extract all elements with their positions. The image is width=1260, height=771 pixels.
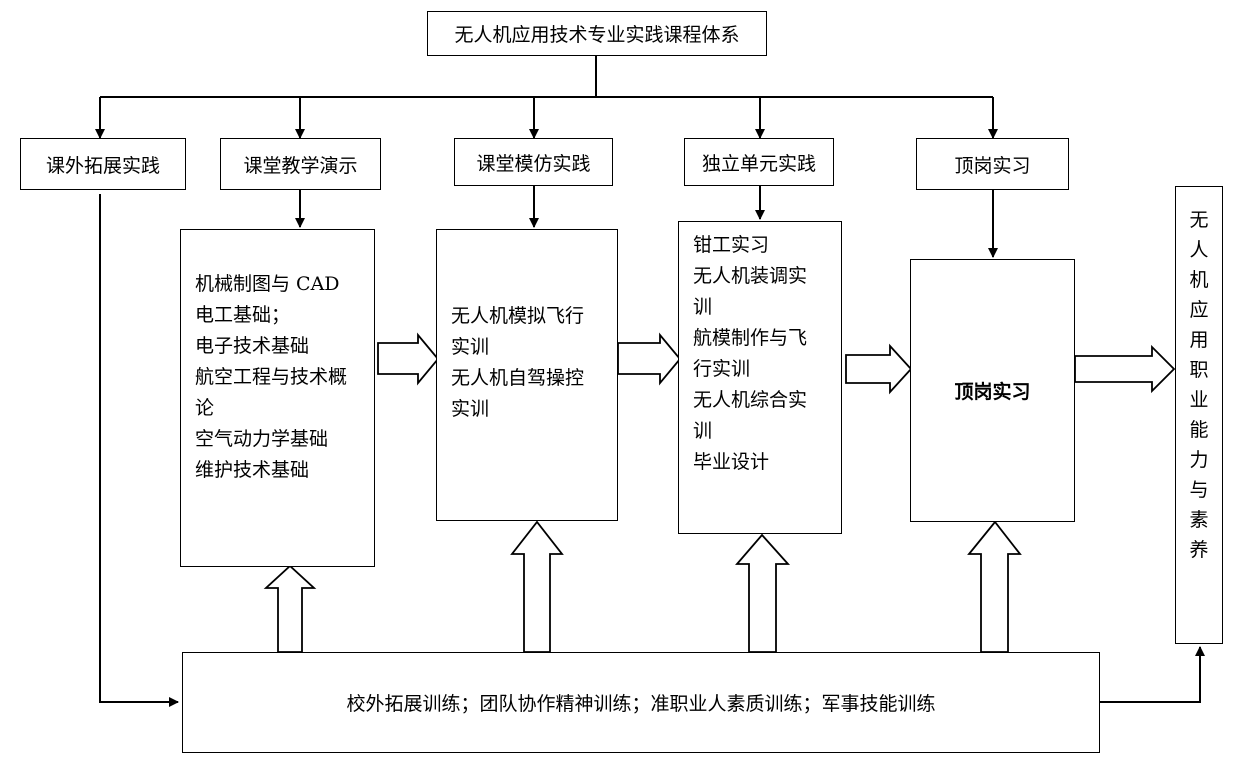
category-label: 课堂教学演示: [243, 154, 358, 177]
course-item: 钳工实习: [693, 234, 770, 256]
course-item: 实训: [451, 336, 490, 358]
tree-connectors: [95, 56, 1205, 707]
category-label: 顶岗实习: [954, 154, 1031, 177]
outcome-char: 人: [1189, 239, 1209, 261]
outcome-char: 素: [1189, 509, 1209, 531]
course-box-independent: 钳工实习 无人机装调实 训 航模制作与飞 行实训 无人机综合实 训 毕业设计: [678, 221, 842, 534]
course-item: 无人机综合实: [693, 389, 808, 411]
outcome-box: 无 人 机 应 用 职 业 能 力 与 素 养: [1175, 186, 1223, 644]
block-arrow-right-1: [377, 332, 440, 386]
outcome-char: 业: [1189, 389, 1209, 411]
outcome-char: 能: [1189, 419, 1209, 441]
course-item: 毕业设计: [693, 451, 770, 473]
block-arrow-up-1: [263, 564, 317, 653]
course-item: 论: [195, 397, 215, 419]
course-item: 航模制作与飞: [693, 327, 808, 349]
outcome-char: 应: [1189, 299, 1209, 321]
category-label: 课外拓展实践: [45, 154, 160, 177]
category-label: 课堂模仿实践: [476, 152, 591, 175]
course-box-teaching-demo: 机械制图与 CAD 电工基础； 电子技术基础 航空工程与技术概 论 空气动力学基…: [180, 229, 375, 567]
course-item: 航空工程与技术概: [195, 366, 348, 388]
course-item: 电子技术基础: [195, 335, 310, 357]
block-arrow-up-2: [510, 520, 564, 653]
course-item: 电工基础；: [195, 304, 291, 326]
course-item: 无人机模拟飞行: [451, 305, 585, 327]
course-item: 行实训: [693, 358, 751, 380]
block-arrow-up-4: [967, 520, 1022, 653]
training-box: 校外拓展训练；团队协作精神训练；准职业人素质训练；军事技能训练: [182, 652, 1100, 753]
outcome-char: 养: [1189, 539, 1209, 561]
root-title: 无人机应用技术专业实践课程体系: [454, 24, 740, 46]
course-box-imitation: 无人机模拟飞行 实训 无人机自驾操控 实训: [436, 229, 618, 521]
outcome-char: 机: [1189, 269, 1209, 291]
outcome-char: 用: [1189, 329, 1209, 351]
category-teaching-demo: 课堂教学演示: [220, 138, 381, 190]
block-arrows: [263, 332, 1176, 653]
course-item: 维护技术基础: [195, 459, 310, 481]
course-item: 机械制图与 CAD: [195, 273, 340, 295]
root-title-box: 无人机应用技术专业实践课程体系: [427, 11, 767, 56]
course-item: 无人机装调实: [693, 265, 808, 287]
course-item: 训: [693, 296, 713, 318]
category-internship: 顶岗实习: [916, 138, 1069, 190]
category-label: 独立单元实践: [701, 152, 816, 175]
block-arrow-right-3: [845, 343, 913, 395]
outcome-char: 职: [1189, 359, 1209, 381]
outcome-char: 力: [1189, 449, 1209, 471]
category-independent: 独立单元实践: [684, 138, 834, 186]
internship-label: 顶岗实习: [954, 381, 1031, 403]
course-item: 训: [693, 420, 713, 442]
block-arrow-right-4: [1074, 344, 1176, 394]
course-item: 实训: [451, 398, 490, 420]
training-label: 校外拓展训练；团队协作精神训练；准职业人素质训练；军事技能训练: [346, 693, 936, 715]
course-item: 空气动力学基础: [195, 428, 329, 450]
category-extracurricular: 课外拓展实践: [20, 138, 186, 190]
course-item: 无人机自驾操控: [451, 367, 585, 389]
outcome-char: 无: [1189, 209, 1209, 231]
block-arrow-up-3: [735, 533, 791, 653]
category-imitation: 课堂模仿实践: [454, 138, 613, 186]
block-arrow-right-2: [617, 332, 682, 386]
outcome-char: 与: [1189, 479, 1209, 501]
course-box-internship: 顶岗实习: [910, 259, 1075, 522]
